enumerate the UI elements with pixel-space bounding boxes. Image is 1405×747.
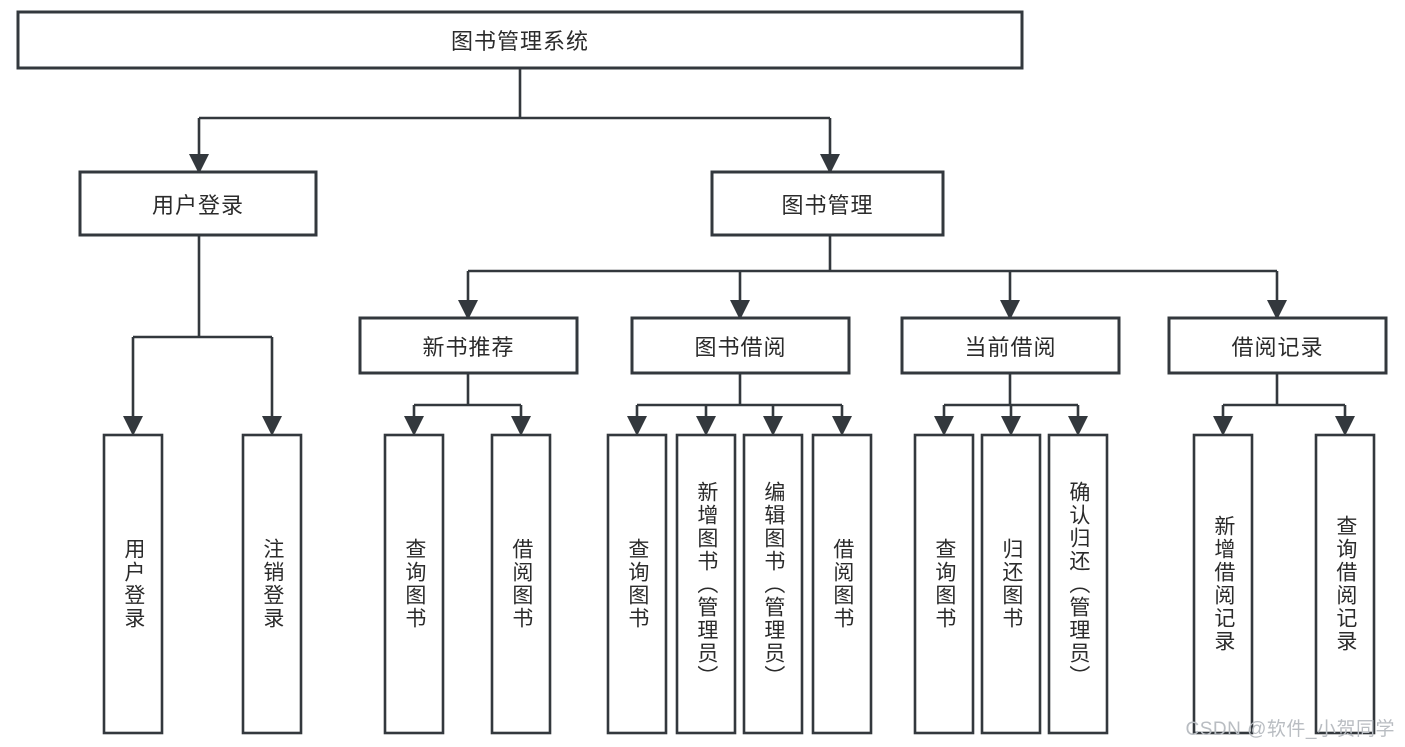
arrowhead-leaf-query-book-1 [404,416,424,436]
node-leaf-query-book-3[interactable] [913,433,975,735]
arrowhead-leaf-add-book [696,416,716,436]
edge-group-user-login [123,235,282,436]
edge-group-current-borrow [934,373,1088,436]
node-leaf-add-record[interactable] [1192,433,1254,735]
arrowhead-new-book-recommend [458,300,478,320]
arrowhead-book-management [820,154,840,174]
arrowhead-leaf-query-book-3 [934,416,954,436]
edge-group-book-borrow [627,373,852,436]
node-leaf-return-book[interactable] [980,433,1042,735]
arrowhead-borrow-record [1267,300,1287,320]
node-leaf-borrow-book-1[interactable] [490,433,552,735]
arrowhead-current-borrow [1000,300,1020,320]
node-new-book-recommend[interactable] [358,316,579,375]
edge-group-borrow-record [1213,373,1355,436]
arrowhead-leaf-edit-book [763,416,783,436]
arrowhead-leaf-borrow-book-1 [511,416,531,436]
node-leaf-user-login[interactable] [102,433,164,735]
node-leaf-logout[interactable] [241,433,303,735]
arrowhead-leaf-query-book-2 [627,416,647,436]
edge-group-new-book-recommend [404,373,531,436]
arrowhead-user-login [189,154,209,174]
node-leaf-query-book-2[interactable] [606,433,668,735]
node-leaf-query-record[interactable] [1314,433,1376,735]
node-leaf-add-book[interactable] [675,433,737,735]
edge-group-root [189,68,840,174]
arrowhead-leaf-borrow-book-2 [832,416,852,436]
node-root[interactable] [16,10,1024,70]
node-book-borrow[interactable] [630,316,851,375]
arrowhead-leaf-return-book [1001,416,1021,436]
node-leaf-borrow-book-2[interactable] [811,433,873,735]
arrowhead-leaf-add-record [1213,416,1233,436]
arrowhead-leaf-user-login [123,416,143,436]
node-borrow-record[interactable] [1167,316,1388,375]
arrowhead-book-borrow [730,300,750,320]
node-book-management[interactable] [710,170,945,237]
arrowhead-leaf-logout [262,416,282,436]
node-current-borrow[interactable] [900,316,1121,375]
csdn-watermark: CSDN @软件_小贺同学 [1185,719,1395,740]
edge-group-book-management [458,235,1287,320]
arrowhead-leaf-query-record [1335,416,1355,436]
node-leaf-confirm-return[interactable] [1047,433,1109,735]
node-leaf-query-book-1[interactable] [383,433,445,735]
arrowhead-leaf-confirm-return [1068,416,1088,436]
node-leaf-edit-book[interactable] [742,433,804,735]
node-user-login[interactable] [78,170,318,237]
